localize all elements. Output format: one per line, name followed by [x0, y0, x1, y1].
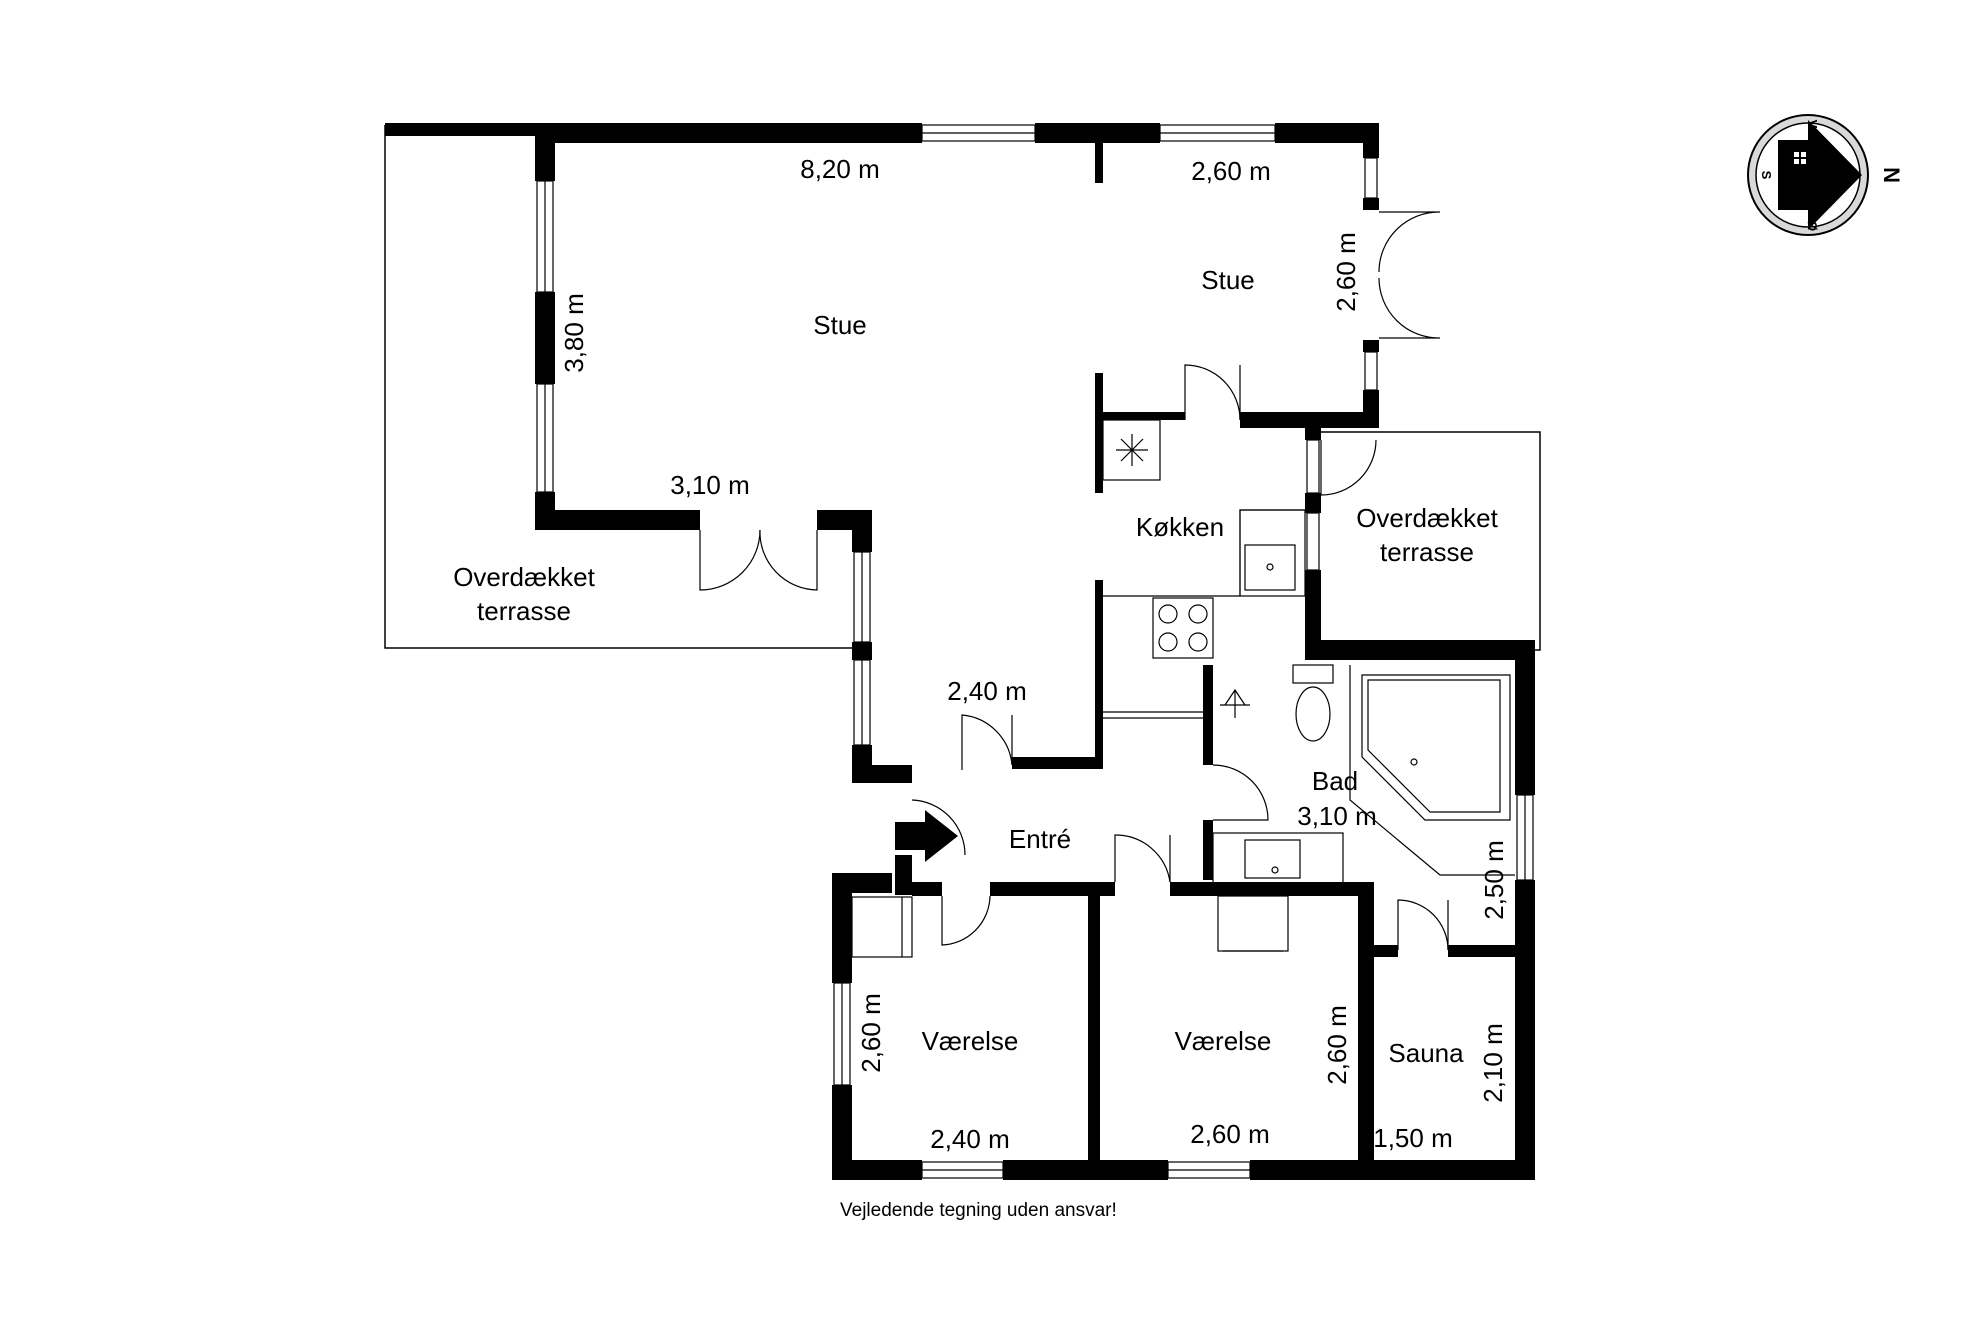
entrance-arrow-icon — [895, 810, 958, 862]
dimension-labels: 8,20 m 2,60 m 2,60 m 3,80 m 3,10 m 2,40 … — [559, 154, 1509, 1154]
dim-room2-width: 2,60 m — [1190, 1119, 1270, 1149]
compass-east: Ø — [1805, 221, 1820, 231]
dim-stue-width: 8,20 m — [800, 154, 880, 184]
room-terrace-east-line2: terrasse — [1380, 537, 1474, 567]
dim-hall: 2,40 m — [947, 676, 1027, 706]
room-entre: Entré — [1009, 824, 1071, 854]
room-sauna: Sauna — [1388, 1038, 1464, 1068]
dim-stue-small-depth: 2,60 m — [1331, 232, 1361, 312]
room-stue-small: Stue — [1201, 265, 1255, 295]
dim-room2-depth: 2,60 m — [1322, 1005, 1352, 1085]
compass-west: V — [1805, 120, 1820, 129]
disclaimer: Vejledende tegning uden ansvar! — [840, 1200, 1117, 1221]
doors — [699, 211, 1449, 958]
room-bedroom-1: Værelse — [922, 1026, 1019, 1056]
room-terrace-east-line1: Overdækket — [1356, 503, 1498, 533]
dim-sauna-width: 1,50 m — [1373, 1123, 1453, 1153]
dim-bath-width: 3,10 m — [1297, 801, 1377, 831]
room-kitchen: Køkken — [1136, 512, 1224, 542]
dim-room1-width: 2,40 m — [930, 1124, 1010, 1154]
fixtures — [1102, 419, 1515, 952]
dim-sauna-depth: 2,10 m — [1478, 1023, 1508, 1103]
room-bath: Bad — [1312, 766, 1358, 796]
room-terrace-west-line2: terrasse — [477, 596, 571, 626]
dim-stue-lower: 3,10 m — [670, 470, 750, 500]
dim-bath-depth: 2,50 m — [1479, 840, 1509, 920]
windows — [536, 124, 1534, 1179]
house-north-arrow-icon — [1778, 120, 1862, 230]
room-bedroom-2: Værelse — [1175, 1026, 1272, 1056]
snowflake-icon — [1116, 434, 1148, 466]
compass: N Ø S V — [1747, 114, 1904, 236]
dim-stue-depth: 3,80 m — [559, 293, 589, 373]
compass-south: S — [1759, 171, 1774, 180]
dim-room1-depth: 2,60 m — [856, 993, 886, 1073]
walls — [385, 123, 1535, 1180]
room-labels: Stue Stue Overdækket terrasse Overdækket… — [453, 265, 1498, 1068]
room-stue-main: Stue — [813, 310, 867, 340]
dim-stue-small-width: 2,60 m — [1191, 156, 1271, 186]
compass-north: N — [1879, 167, 1904, 183]
room-terrace-west-line1: Overdækket — [453, 562, 595, 592]
